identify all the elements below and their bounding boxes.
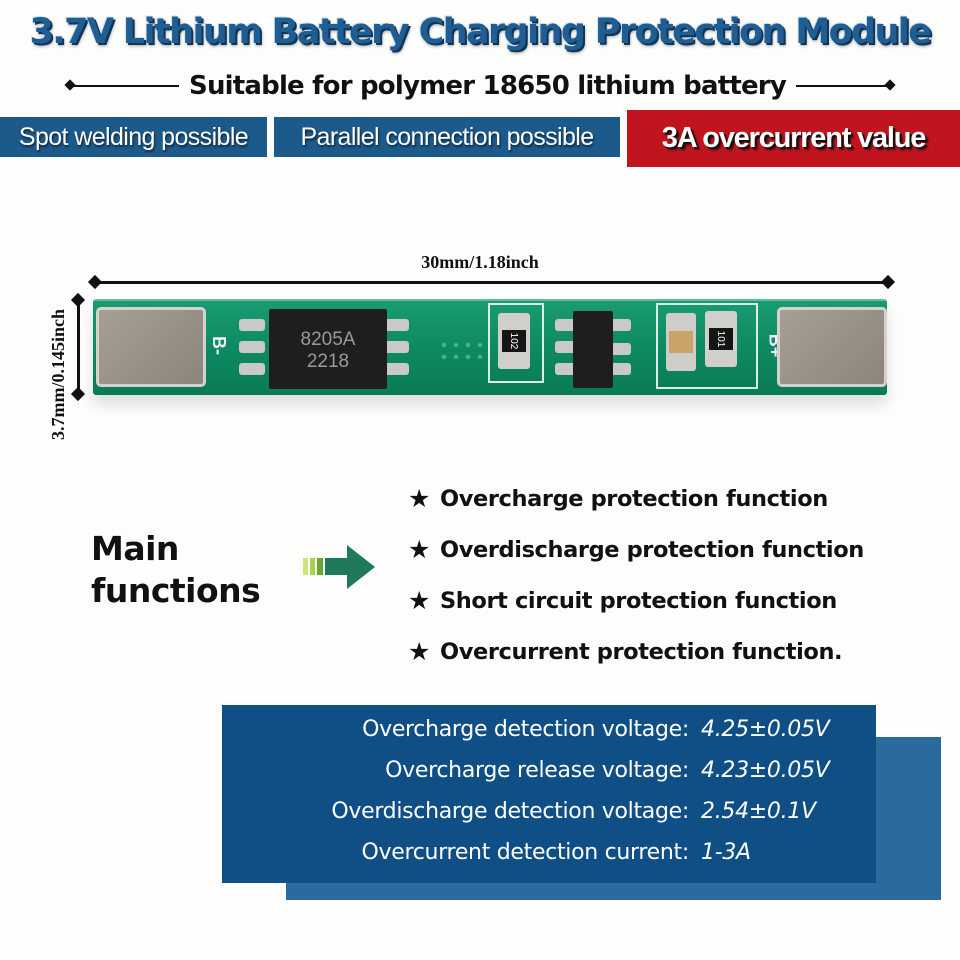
spec-row-overcurrent-detection: Overcurrent detection current: 1-3A xyxy=(222,832,752,872)
feature-item: ★ Overcharge protection function xyxy=(408,473,864,524)
feature-item: ★ Short circuit protection function xyxy=(408,575,864,626)
tag-overcurrent-value: 3A overcurrent value xyxy=(627,110,960,167)
spec-panel: Overcharge detection voltage: 4.25±0.05V… xyxy=(222,705,876,883)
page-title: 3.7V Lithium Battery Charging Protection… xyxy=(29,12,932,52)
pcb-board-image: B- 8205A 2218 102 101 B+ xyxy=(93,299,887,395)
chip-pin xyxy=(383,363,409,375)
width-dimension-label: 30mm/1.18inch xyxy=(421,252,539,272)
spec-value: 4.23±0.05V xyxy=(701,757,830,783)
spec-label: Overcharge detection voltage: xyxy=(362,716,689,742)
chip-pin xyxy=(239,363,265,375)
solder-pad-positive xyxy=(777,307,887,387)
protection-ic-chip xyxy=(573,311,613,388)
width-dimension-line xyxy=(94,281,889,284)
spec-value: 1-3A xyxy=(701,839,751,865)
silkscreen-outline xyxy=(488,303,544,383)
heading-line1: Main xyxy=(91,529,179,568)
silkscreen-outline xyxy=(656,303,758,389)
tag-parallel-connection: Parallel connection possible xyxy=(274,117,620,157)
chip-pin xyxy=(239,319,265,331)
spec-row-overcharge-release: Overcharge release voltage: 4.23±0.05V xyxy=(222,750,830,790)
spec-row-overcharge-detection: Overcharge detection voltage: 4.25±0.05V xyxy=(222,709,830,749)
star-icon: ★ xyxy=(408,637,431,666)
height-dimension-label: 3.7mm/0.145inch xyxy=(48,308,68,440)
spec-row-overdischarge-detection: Overdischarge detection voltage: 2.54±0.… xyxy=(222,791,816,831)
feature-text: Short circuit protection function xyxy=(440,587,837,614)
subtitle-row: Suitable for polymer 18650 lithium batte… xyxy=(0,68,960,104)
height-dimension-line xyxy=(77,299,80,395)
feature-item: ★ Overdischarge protection function xyxy=(408,524,864,575)
feature-text: Overcharge protection function xyxy=(440,485,828,512)
spec-label: Overcurrent detection current: xyxy=(361,839,690,865)
via-holes xyxy=(438,339,488,359)
capacitor-body xyxy=(669,331,693,353)
tag-spot-welding: Spot welding possible xyxy=(0,117,267,157)
spec-label: Overcharge release voltage: xyxy=(385,757,689,783)
feature-text: Overdischarge protection function xyxy=(440,536,864,563)
resistor-101: 101 xyxy=(705,311,737,367)
main-functions-heading: Main functions xyxy=(91,528,261,612)
resistor-code: 101 xyxy=(709,328,733,350)
spec-value: 2.54±0.1V xyxy=(701,798,816,824)
subtitle: Suitable for polymer 18650 lithium batte… xyxy=(189,71,787,101)
chip-pin xyxy=(383,319,409,331)
resistor-code: 102 xyxy=(502,330,526,352)
star-icon: ★ xyxy=(408,586,431,615)
chip-pin xyxy=(383,341,409,353)
feature-item: ★ Overcurrent protection function. xyxy=(408,626,864,677)
spec-label: Overdischarge detection voltage: xyxy=(331,798,689,824)
chip-pin xyxy=(239,341,265,353)
star-icon: ★ xyxy=(408,484,431,513)
feature-text: Overcurrent protection function. xyxy=(440,638,843,665)
spec-value: 4.25±0.05V xyxy=(701,716,830,742)
capacitor xyxy=(666,313,696,371)
mosfet-chip-8205a: 8205A 2218 xyxy=(269,309,387,389)
heading-line2: functions xyxy=(91,571,261,610)
feature-list: ★ Overcharge protection function ★ Overd… xyxy=(408,473,864,677)
silkscreen-b-minus: B- xyxy=(209,336,229,355)
divider-line-right xyxy=(795,85,891,87)
chip-marking-line1: 8205A xyxy=(300,329,356,350)
arrow-right-icon xyxy=(303,545,375,589)
chip-marking-line2: 2218 xyxy=(306,351,350,372)
resistor-102: 102 xyxy=(498,313,530,369)
divider-line-left xyxy=(69,85,180,87)
solder-pad-negative xyxy=(96,307,206,387)
star-icon: ★ xyxy=(408,535,431,564)
